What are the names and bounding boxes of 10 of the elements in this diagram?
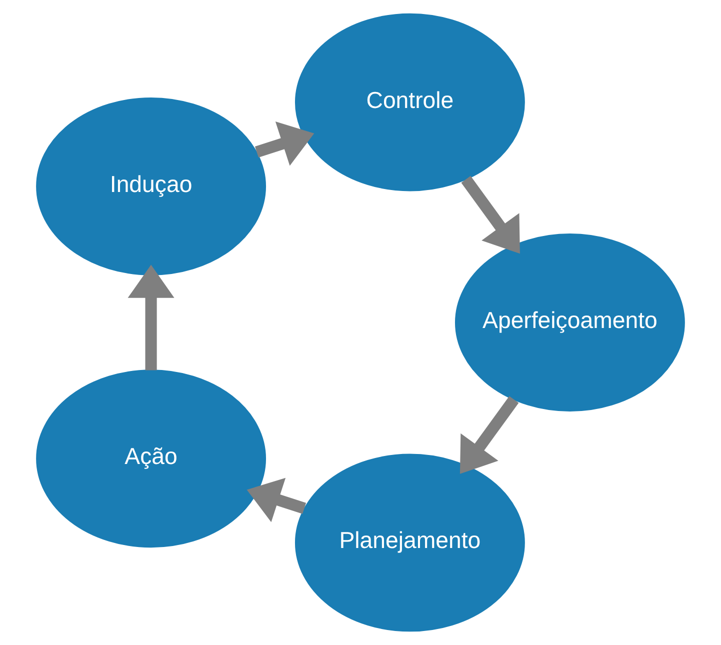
- node-ellipse: Aperfeiçoamento: [454, 234, 685, 412]
- arrow: [460, 396, 519, 474]
- arrow: [128, 264, 174, 370]
- node-ellipse: Controle: [294, 13, 525, 192]
- node-ellipse: Induçao: [36, 97, 266, 276]
- node-ellipse: Ação: [36, 370, 266, 548]
- arrow: [246, 478, 306, 522]
- arrow: [254, 122, 314, 166]
- node-ellipse: Planejamento: [294, 454, 525, 632]
- arrow: [461, 176, 520, 254]
